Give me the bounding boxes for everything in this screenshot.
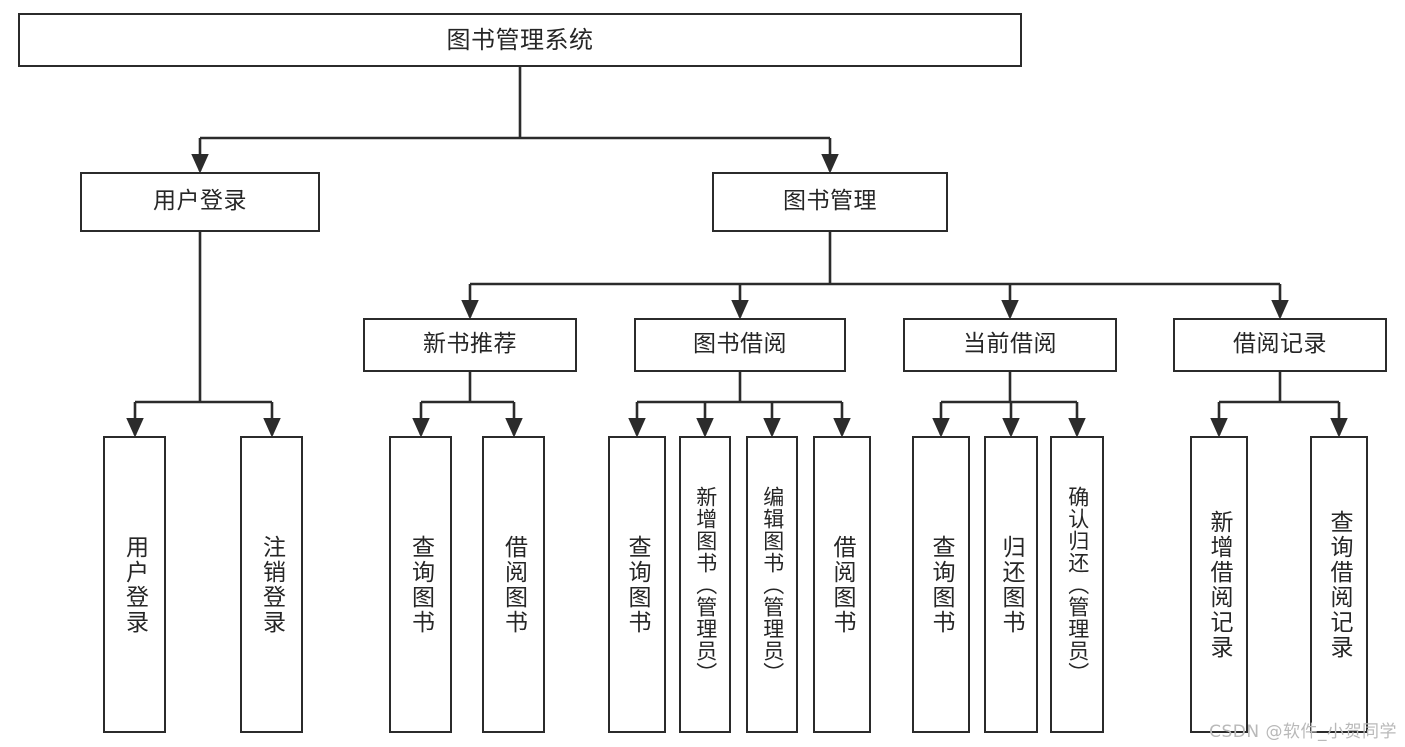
node-borrow-record[interactable]: 借阅记录 [1173, 318, 1387, 372]
node-leaf-borrow-book-bb[interactable]: 借阅图书 [813, 436, 871, 733]
node-new-book-recommend-label: 新书推荐 [423, 331, 517, 358]
node-book-manage-label: 图书管理 [783, 188, 877, 215]
node-borrow-record-label: 借阅记录 [1233, 331, 1327, 358]
node-root-label: 图书管理系统 [446, 25, 594, 54]
node-book-borrow-label: 图书借阅 [693, 331, 787, 358]
node-book-manage[interactable]: 图书管理 [712, 172, 948, 232]
node-leaf-query-book-cb-label: 查询图书 [928, 534, 955, 635]
node-leaf-add-record[interactable]: 新增借阅记录 [1190, 436, 1248, 733]
node-book-borrow[interactable]: 图书借阅 [634, 318, 846, 372]
node-leaf-user-login-label: 用户登录 [121, 534, 148, 635]
node-leaf-query-book-nb-label: 查询图书 [407, 534, 434, 635]
node-leaf-query-book-bb-label: 查询图书 [624, 534, 651, 635]
node-leaf-add-book[interactable]: 新增图书（管理员） [679, 436, 731, 733]
node-user-login[interactable]: 用户登录 [80, 172, 320, 232]
node-leaf-borrow-book-bb-label: 借阅图书 [829, 534, 856, 635]
node-leaf-borrow-book-nb[interactable]: 借阅图书 [482, 436, 545, 733]
node-leaf-logout[interactable]: 注销登录 [240, 436, 303, 733]
node-leaf-confirm-return-label: 确认归还（管理员） [1065, 485, 1090, 684]
node-leaf-logout-label: 注销登录 [258, 534, 285, 635]
node-leaf-query-book-nb[interactable]: 查询图书 [389, 436, 452, 733]
csdn-watermark: CSDN @软件_小贺同学 [1209, 722, 1397, 742]
node-root[interactable]: 图书管理系统 [18, 13, 1022, 67]
node-leaf-query-book-bb[interactable]: 查询图书 [608, 436, 666, 733]
node-leaf-user-login[interactable]: 用户登录 [103, 436, 166, 733]
node-leaf-add-record-label: 新增借阅记录 [1206, 509, 1233, 660]
node-leaf-query-record-label: 查询借阅记录 [1326, 509, 1353, 660]
node-leaf-borrow-book-nb-label: 借阅图书 [500, 534, 527, 635]
node-current-borrow[interactable]: 当前借阅 [903, 318, 1117, 372]
node-current-borrow-label: 当前借阅 [963, 331, 1057, 358]
node-user-login-label: 用户登录 [153, 188, 247, 215]
node-leaf-edit-book-label: 编辑图书（管理员） [760, 485, 785, 684]
node-leaf-query-record[interactable]: 查询借阅记录 [1310, 436, 1368, 733]
node-leaf-return-book[interactable]: 归还图书 [984, 436, 1038, 733]
node-leaf-edit-book[interactable]: 编辑图书（管理员） [746, 436, 798, 733]
node-leaf-query-book-cb[interactable]: 查询图书 [912, 436, 970, 733]
node-leaf-return-book-label: 归还图书 [998, 534, 1025, 635]
node-new-book-recommend[interactable]: 新书推荐 [363, 318, 577, 372]
node-leaf-confirm-return[interactable]: 确认归还（管理员） [1050, 436, 1104, 733]
node-leaf-add-book-label: 新增图书（管理员） [693, 485, 718, 684]
